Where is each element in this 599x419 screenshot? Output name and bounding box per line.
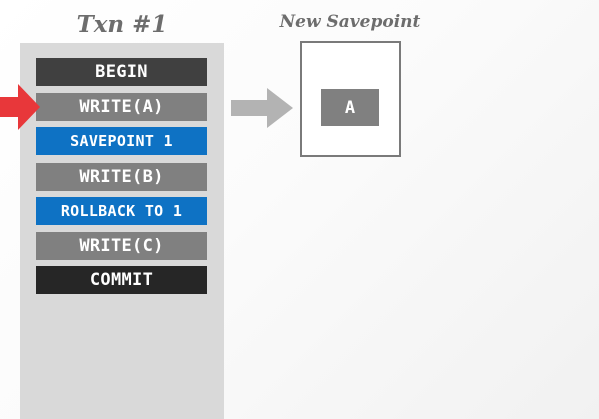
savepoint-item-a: A: [321, 89, 379, 126]
op-write-b: WRITE(B): [36, 163, 207, 191]
transaction-panel: BEGIN WRITE(A) SAVEPOINT 1 WRITE(B) ROLL…: [20, 43, 224, 419]
op-rollback-to-1: ROLLBACK TO 1: [36, 197, 207, 225]
op-write-a: WRITE(A): [36, 93, 207, 121]
op-begin: BEGIN: [36, 58, 207, 86]
op-commit: COMMIT: [36, 266, 207, 294]
flow-arrow-icon: [231, 88, 293, 128]
transaction-title: Txn #1: [76, 11, 168, 38]
op-savepoint-1: SAVEPOINT 1: [36, 127, 207, 155]
current-step-arrow-icon: [0, 84, 40, 130]
savepoint-title: New Savepoint: [279, 12, 421, 32]
op-write-c: WRITE(C): [36, 232, 207, 260]
savepoint-box: A: [300, 41, 401, 157]
